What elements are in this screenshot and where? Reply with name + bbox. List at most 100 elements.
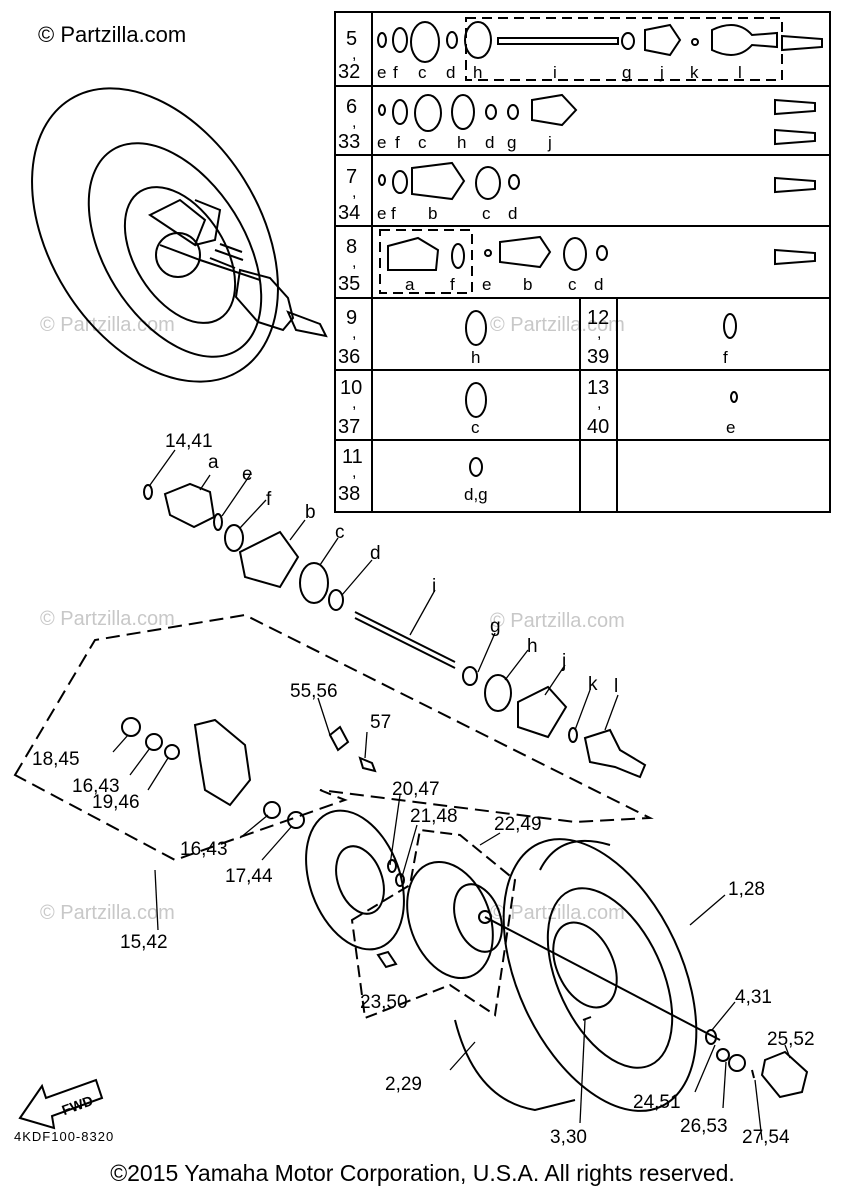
row-9-num-top: 9 <box>346 307 357 329</box>
row-11-num-bottom: 38 <box>338 483 360 505</box>
callout-4-31: 4,31 <box>735 987 772 1008</box>
row-5-letter: j <box>659 63 664 82</box>
row-6-letter: d <box>485 133 494 152</box>
row-8-letter: d <box>594 275 603 294</box>
partzilla-copyright: © Partzilla.com <box>38 22 187 47</box>
row-13-num-bottom: 40 <box>587 416 609 438</box>
assembled-wheel-illustration <box>31 87 328 383</box>
callout-24-51: 24,51 <box>633 1092 681 1113</box>
row-8-letter: b <box>523 275 532 294</box>
row-5-letter: g <box>622 63 631 82</box>
row-10-comma: , <box>352 395 356 412</box>
row-6-num-top: 6 <box>346 96 357 118</box>
row-11-comma: , <box>352 464 356 481</box>
row-6-letter: h <box>457 133 466 152</box>
callout-20-47: 20,47 <box>392 779 440 800</box>
row-5-letter: e <box>377 63 386 82</box>
row-6-letter: f <box>395 133 400 152</box>
watermark: © Partzilla.com <box>490 610 625 632</box>
parts-table <box>334 11 831 513</box>
brake-disc-and-hub <box>305 809 517 1020</box>
callout-j: j <box>561 651 566 672</box>
row-8-letter: e <box>482 275 491 294</box>
row-5-letter: i <box>553 63 557 82</box>
row-5-letter: h <box>473 63 482 82</box>
row-6-letter: j <box>547 133 552 152</box>
row-8-num-bottom: 35 <box>338 273 360 295</box>
row-13-letter: e <box>726 418 735 437</box>
leader-lines <box>112 449 791 1141</box>
callout-1-28: 1,28 <box>728 879 765 900</box>
row-5-letter: c <box>418 63 427 82</box>
callout-26-53: 26,53 <box>680 1116 728 1137</box>
row-8-letter: c <box>568 275 577 294</box>
row-7-letter: e <box>377 204 386 223</box>
watermark: © Partzilla.com <box>490 314 625 336</box>
row-10-num-top: 10 <box>340 377 362 399</box>
row-8-letter: a <box>405 275 415 294</box>
yamaha-copyright: ©2015 Yamaha Motor Corporation, U.S.A. A… <box>110 1160 735 1186</box>
row-13-num-top: 13 <box>587 377 609 399</box>
row-10-num-bottom: 37 <box>338 416 360 438</box>
callout-16-43: 16,43 <box>72 776 120 797</box>
callout-e: e <box>242 464 253 485</box>
callout-25-52: 25,52 <box>767 1029 815 1050</box>
row-6-letter: e <box>377 133 386 152</box>
row-6-letter: c <box>418 133 427 152</box>
callout-21-48: 21,48 <box>410 806 458 827</box>
callout-k: k <box>588 674 598 695</box>
watermark: © Partzilla.com <box>40 608 175 630</box>
callout-3-30: 3,30 <box>550 1127 587 1148</box>
row-12-letter: f <box>723 348 728 367</box>
drawing-code: 4KDF100-8320 <box>14 1129 115 1144</box>
row-8-comma: , <box>352 254 356 271</box>
fwd-arrow-icon <box>18 1078 104 1130</box>
row-9-num-bottom: 36 <box>338 346 360 368</box>
callout-55-56: 55,56 <box>290 681 338 702</box>
callout-b: b <box>305 502 316 523</box>
row-7-letter: b <box>428 204 437 223</box>
wheel-and-tire <box>454 838 809 1112</box>
callout-22-49: 22,49 <box>494 814 542 835</box>
row-10-letter: c <box>471 418 480 437</box>
callout-l: l <box>614 676 618 697</box>
callout-57: 57 <box>370 712 391 733</box>
callout-23-50: 23,50 <box>360 992 408 1013</box>
row-13-comma: , <box>597 395 601 412</box>
callout-17-44: 17,44 <box>225 866 273 887</box>
row-5-letter: f <box>393 63 398 82</box>
callout-a: a <box>208 452 219 473</box>
callout-15-42: 15,42 <box>120 932 168 953</box>
row-9-letter: h <box>471 348 480 367</box>
row-8-num-top: 8 <box>346 236 357 258</box>
knuckle-group <box>13 613 654 862</box>
callout-d: d <box>370 543 381 564</box>
callout-2-29: 2,29 <box>385 1074 422 1095</box>
watermark: © Partzilla.com <box>490 902 625 924</box>
fwd-label: FWD <box>60 1092 95 1118</box>
row-6-num-bottom: 33 <box>338 131 360 153</box>
row-5-letter: l <box>738 63 742 82</box>
callout-h: h <box>527 636 538 657</box>
callout-14-41: 14,41 <box>165 431 213 452</box>
row-7-letter: d <box>508 204 517 223</box>
exploded-axle-parts <box>143 482 647 779</box>
row-7-comma: , <box>352 184 356 201</box>
row-11-num-top: 11 <box>342 446 363 468</box>
callout-i: i <box>432 576 436 597</box>
row-7-letter: c <box>482 204 491 223</box>
row-12-num-top: 12 <box>587 307 609 329</box>
row-6-letter: g <box>507 133 516 152</box>
watermark: © Partzilla.com <box>40 902 175 924</box>
callout-16-43: 16,43 <box>180 839 228 860</box>
row-7-letter: f <box>391 204 396 223</box>
row-8-letter: f <box>450 275 455 294</box>
row-5-num-bottom: 32 <box>338 61 360 83</box>
callout-18-45: 18,45 <box>32 749 80 770</box>
row-11-letter: d,g <box>464 485 488 504</box>
callout-f: f <box>266 489 272 510</box>
row-5-comma: , <box>352 46 356 63</box>
row-5-num-top: 5 <box>346 28 357 50</box>
row-12-num-bottom: 39 <box>587 346 609 368</box>
